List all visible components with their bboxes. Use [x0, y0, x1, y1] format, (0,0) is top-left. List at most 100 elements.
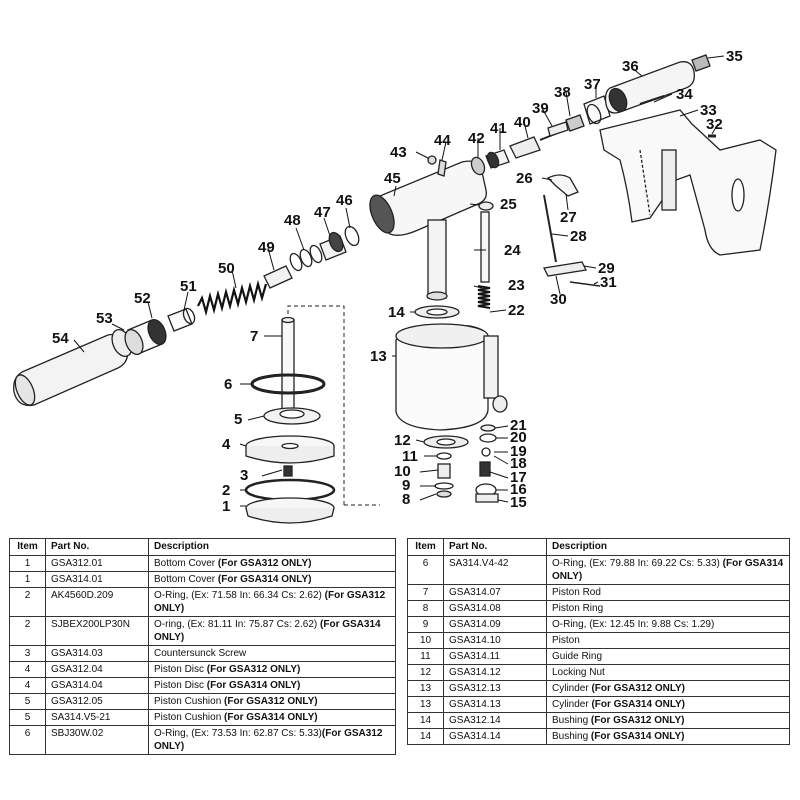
callout-54: 54: [52, 330, 69, 347]
cell-part-no: GSA314.03: [45, 645, 149, 662]
cell-description: Piston: [546, 632, 790, 649]
cell-item: 9: [407, 616, 444, 633]
description-text: O-Ring, (Ex: 73.53 In: 62.87 Cs: 5.33): [154, 728, 322, 739]
part-37-sleeve: [583, 95, 611, 125]
cell-item: 14: [407, 712, 444, 729]
part-26-trigger: [546, 174, 579, 197]
callout-21: 21: [510, 417, 527, 434]
part-2-o-ring: [244, 478, 336, 502]
callout-24: 24: [504, 242, 521, 259]
cell-item: 12: [407, 664, 444, 681]
cell-item: 8: [407, 600, 444, 617]
callout-27: 27: [560, 209, 577, 226]
callout-18: 18: [510, 455, 527, 472]
part-52-nose-nut: [124, 318, 167, 356]
exploded-view-diagram: 1 2 3 4 5 6 7 8 9 10 11 12 13 14 15 16 1…: [13, 48, 777, 524]
cell-description: O-ring, (Ex: 81.11 In: 75.87 Cs: 2.62) (…: [148, 616, 396, 646]
part-46-ring: [344, 225, 360, 247]
part-25-valve-cap: [478, 201, 494, 211]
cell-item: 14: [407, 728, 444, 745]
cell-description: Piston Ring: [546, 600, 790, 617]
model-note: (For GSA312 ONLY): [154, 590, 386, 614]
part-33-handle: [599, 109, 777, 256]
cell-item: 2: [9, 587, 46, 617]
description-text: Piston Ring: [552, 603, 604, 614]
cell-description: Bushing (For GSA314 ONLY): [546, 728, 790, 745]
cell-description: Cylinder (For GSA312 ONLY): [546, 680, 790, 697]
part-4-piston-disc: [245, 435, 335, 464]
cell-part-no: GSA314.14: [443, 728, 547, 745]
model-note: (For GSA312 ONLY): [224, 696, 318, 707]
description-text: O-Ring, (Ex: 12.45 In: 9.88 Cs: 1.29): [552, 619, 715, 630]
callout-7: 7: [250, 328, 258, 345]
model-note: (For GSA314 ONLY): [552, 558, 784, 582]
model-note: (For GSA314 ONLY): [591, 699, 686, 710]
cell-description: O-Ring, (Ex: 71.58 In: 66.34 Cs: 2.62) (…: [148, 587, 396, 617]
model-note: (For GSA312 ONLY): [217, 558, 312, 569]
column-header-item: Item: [9, 538, 46, 556]
cell-part-no: GSA312.13: [443, 680, 547, 697]
callout-5: 5: [234, 411, 242, 428]
model-note: (For GSA312 ONLY): [590, 715, 685, 726]
callout-23: 23: [508, 277, 525, 294]
model-note: (For GSA314 ONLY): [217, 574, 312, 585]
callout-46: 46: [336, 192, 353, 209]
description-text: O-Ring, (Ex: 71.58 In: 66.34 Cs: 2.62): [154, 590, 325, 601]
cell-part-no: GSA314.01: [45, 571, 149, 588]
cell-description: Guide Ring: [546, 648, 790, 665]
model-note: (For GSA314 ONLY): [224, 712, 318, 723]
cell-item: 5: [9, 709, 46, 726]
part-48-jaws: [289, 244, 323, 272]
cell-item: 11: [407, 648, 444, 665]
part-1-bottom-cover: [245, 497, 335, 524]
description-text: O-ring, (Ex: 81.11 In: 75.87 Cs: 2.62): [154, 619, 321, 630]
callout-41: 41: [490, 120, 507, 137]
callout-53: 53: [96, 310, 113, 327]
callout-6: 6: [224, 376, 232, 393]
callout-10: 10: [394, 463, 411, 480]
table-header-row: Item Part No. Description: [9, 538, 396, 556]
part-24-valve-rod: [480, 211, 490, 283]
callout-9: 9: [402, 477, 410, 494]
part-12-locking-nut: [423, 435, 469, 449]
callout-49: 49: [258, 239, 275, 256]
cell-item: 1: [9, 555, 46, 572]
callout-20: 20: [510, 429, 527, 446]
callout-13: 13: [370, 348, 387, 365]
cell-description: O-Ring, (Ex: 12.45 In: 9.88 Cs: 1.29): [546, 616, 790, 633]
cell-description: Countersunck Screw: [148, 645, 396, 662]
callout-2: 2: [222, 482, 230, 499]
part-29-lever: [543, 261, 587, 277]
cell-description: Piston Cushion (For GSA314 ONLY): [148, 709, 396, 726]
callout-40: 40: [514, 114, 531, 131]
model-note: (For GSA314 ONLY): [590, 731, 685, 742]
callout-11: 11: [402, 448, 418, 465]
part-7-piston-rod: [281, 316, 295, 411]
cell-item: 13: [407, 696, 444, 713]
callout-35: 35: [726, 48, 743, 65]
part-34-clip: [639, 95, 665, 105]
part-13-cylinder: [395, 323, 508, 431]
cell-item: 13: [407, 680, 444, 697]
callout-3: 3: [240, 467, 248, 484]
cell-part-no: GSA312.05: [45, 693, 149, 710]
column-header-part-no: Part No.: [443, 538, 547, 556]
description-text: Bushing: [552, 715, 591, 726]
model-note: (For GSA312 ONLY): [154, 728, 383, 752]
part-5-piston-cushion: [263, 407, 321, 425]
cell-part-no: SA314.V4-42: [443, 555, 547, 585]
